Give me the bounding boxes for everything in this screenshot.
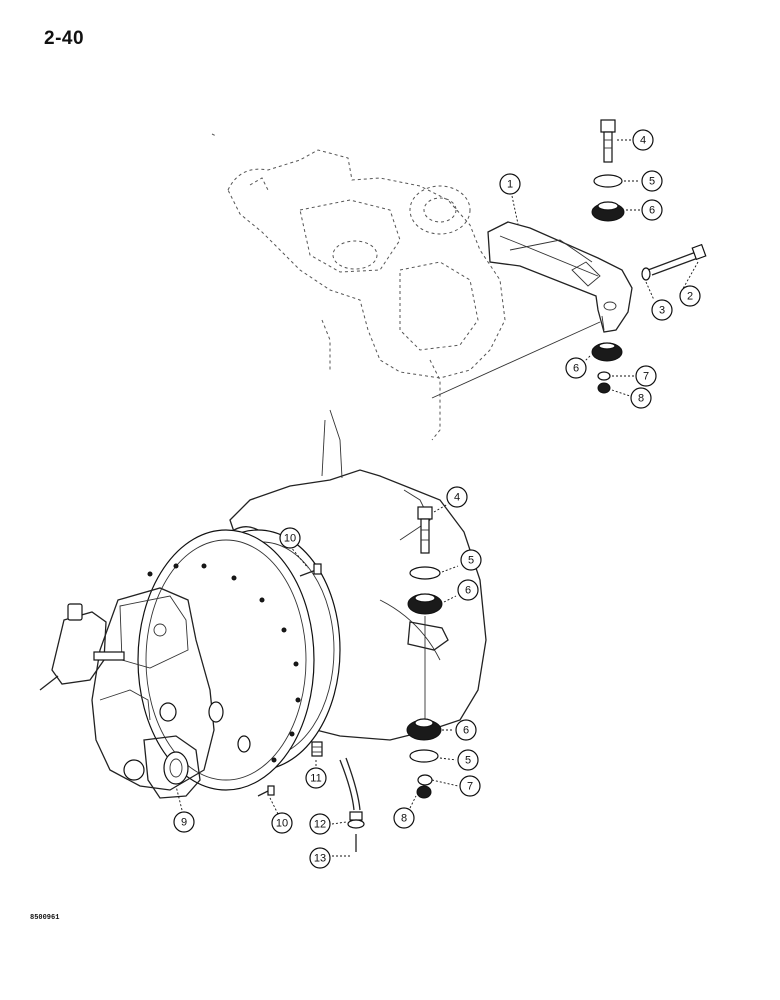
callout-circle (459, 775, 481, 797)
callout-circle (457, 579, 479, 601)
callout-circle (499, 173, 521, 195)
callout-circle (457, 749, 479, 771)
rubber-mount-6-upper (591, 201, 625, 222)
valve-body (39, 603, 125, 691)
callout-c10a: 10 (279, 527, 301, 549)
reference-line (431, 321, 601, 399)
callout-c5b: 5 (460, 549, 482, 571)
rubber-mount-6-b (591, 342, 623, 362)
callout-c8a: 8 (630, 387, 652, 409)
washer-7-upper (597, 371, 611, 381)
callout-c12: 12 (309, 813, 331, 835)
bolt-10-lower (257, 785, 275, 797)
nut-8-upper (597, 382, 611, 394)
callout-circle (305, 767, 327, 789)
bolt-2 (647, 243, 707, 276)
callout-label: 7 (467, 781, 473, 793)
callout-label: 8 (638, 393, 644, 405)
nut-8-lower (416, 785, 432, 799)
callout-c7a: 7 (635, 365, 657, 387)
callout-circle (635, 365, 657, 387)
plug-11 (311, 741, 323, 757)
callout-label: 9 (181, 817, 187, 829)
callout-c1: 1 (499, 173, 521, 195)
callout-label: 13 (314, 853, 326, 865)
drawing-code: 8500961 (30, 914, 60, 922)
bolt-4-lower (417, 506, 433, 554)
rubber-mount-6-c (407, 593, 443, 615)
callout-label: 5 (649, 176, 655, 188)
callout-c11: 11 (305, 767, 327, 789)
leader-lines-upper (511, 139, 699, 397)
callout-label: 4 (454, 492, 460, 504)
callout-c7b: 7 (459, 775, 481, 797)
callout-label: 6 (649, 205, 655, 217)
callout-circle (173, 811, 195, 833)
callout-label: 7 (643, 371, 649, 383)
callout-c4b: 4 (446, 486, 468, 508)
callout-label: 6 (465, 585, 471, 597)
callout-c8b: 8 (393, 807, 415, 829)
callout-circle (309, 813, 331, 835)
callout-c6c: 6 (457, 579, 479, 601)
callout-label: 6 (573, 363, 579, 375)
rubber-mount-6-d (406, 718, 442, 741)
washer-5-upper (593, 174, 623, 188)
callout-label: 4 (640, 135, 646, 147)
callout-circle (393, 807, 415, 829)
washer-5-lower-b (409, 749, 439, 763)
bolt-4-upper (600, 119, 616, 163)
callout-circle (460, 549, 482, 571)
callout-circle (455, 719, 477, 741)
callout-c6b: 6 (565, 357, 587, 379)
callout-label: 3 (659, 305, 665, 317)
washer-5-lower-a (409, 566, 441, 580)
callout-circle (641, 199, 663, 221)
callout-c10b: 10 (271, 812, 293, 834)
callout-label: 6 (463, 725, 469, 737)
callout-c4a: 4 (632, 129, 654, 151)
callout-label: 1 (507, 179, 513, 191)
callout-label: 5 (468, 555, 474, 567)
fitting-12 (347, 811, 365, 829)
flywheel-housing (137, 529, 341, 791)
callout-circle (279, 527, 301, 549)
dipstick-tube (339, 759, 355, 811)
callout-label: 10 (276, 818, 288, 830)
dipstick-tube-inner (345, 757, 361, 811)
callout-circle (630, 387, 652, 409)
callout-label: 2 (687, 291, 693, 303)
callout-c5a: 5 (641, 170, 663, 192)
callout-circle (565, 357, 587, 379)
callout-circle (641, 170, 663, 192)
callout-circle (309, 847, 331, 869)
leader-lines-lower (175, 503, 459, 857)
washer-7-lower (417, 774, 433, 786)
callout-circle (632, 129, 654, 151)
callout-label: 12 (314, 819, 326, 831)
callout-label: 10 (284, 533, 296, 545)
engine-ghost-outline (211, 133, 506, 441)
callout-c5c: 5 (457, 749, 479, 771)
page-number: 2-40 (44, 28, 85, 49)
mounting-bracket (487, 221, 633, 333)
callout-c2: 2 (679, 285, 701, 307)
callout-c9: 9 (173, 811, 195, 833)
callout-c6d: 6 (455, 719, 477, 741)
callout-circle (271, 812, 293, 834)
callout-c6a: 6 (641, 199, 663, 221)
callout-circle (679, 285, 701, 307)
rim-bolt-holes (147, 563, 301, 763)
callout-circle (446, 486, 468, 508)
washer-3 (641, 267, 651, 281)
callout-circle (651, 299, 673, 321)
callout-label: 8 (401, 813, 407, 825)
bolt-10-upper (299, 563, 322, 577)
callout-label: 11 (310, 773, 321, 785)
callout-c13: 13 (309, 847, 331, 869)
callout-c3: 3 (651, 299, 673, 321)
callout-label: 5 (465, 755, 471, 767)
